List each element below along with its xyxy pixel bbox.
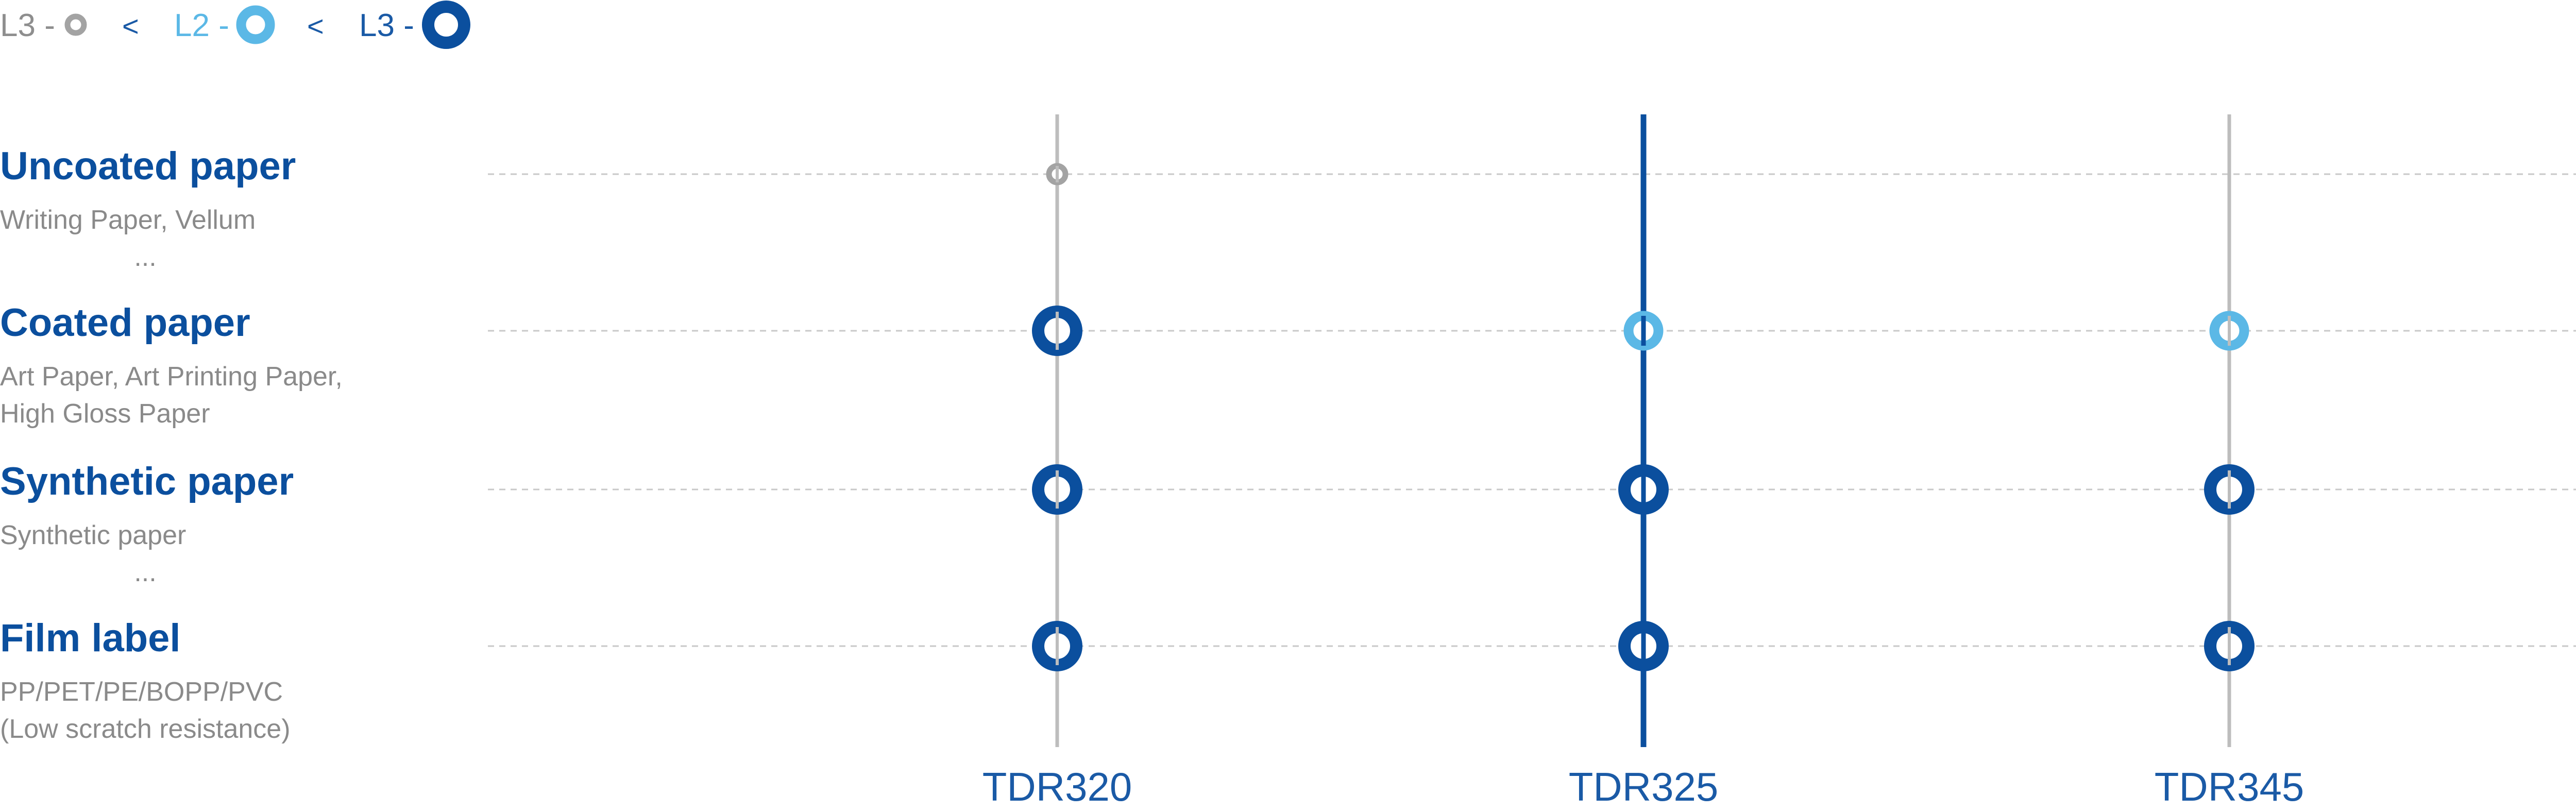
category-description-line: ... [134, 557, 156, 587]
category-description-line: Synthetic paper [0, 520, 186, 550]
category-description-line: ... [134, 242, 156, 272]
legend-marker-mid-icon [236, 5, 275, 44]
product-labels: TDR320 TDR325 TDR345 [982, 764, 2304, 809]
category-description-line: Writing Paper, Vellum [0, 205, 256, 235]
category-description-line: (Low scratch resistance) [0, 714, 291, 744]
category-title: Film label [0, 616, 181, 660]
legend-label-high: L3 - [359, 8, 414, 43]
row-guides [488, 173, 2576, 647]
category-title: Synthetic paper [0, 460, 294, 503]
product-label-tdr325: TDR325 [1569, 764, 1718, 809]
category-title: Coated paper [0, 301, 250, 345]
legend-label-low: L3 - [0, 8, 55, 43]
category-description-line: High Gloss Paper [0, 399, 210, 429]
legend-marker-low-icon [64, 13, 87, 36]
category-title: Uncoated paper [0, 144, 296, 188]
legend-separator: < [122, 10, 139, 42]
legend-separator: < [307, 10, 324, 42]
legend-label-mid: L2 - [174, 8, 229, 43]
product-label-tdr320: TDR320 [982, 764, 1132, 809]
category-description-line: Art Paper, Art Printing Paper, [0, 362, 343, 392]
legend: L3 - < L2 - < L3 - [0, 1, 470, 49]
product-label-tdr345: TDR345 [2155, 764, 2304, 809]
legend-marker-high-icon [422, 1, 470, 49]
level-markers [1032, 163, 2255, 671]
category-description-line: PP/PET/PE/BOPP/PVC [0, 677, 283, 707]
